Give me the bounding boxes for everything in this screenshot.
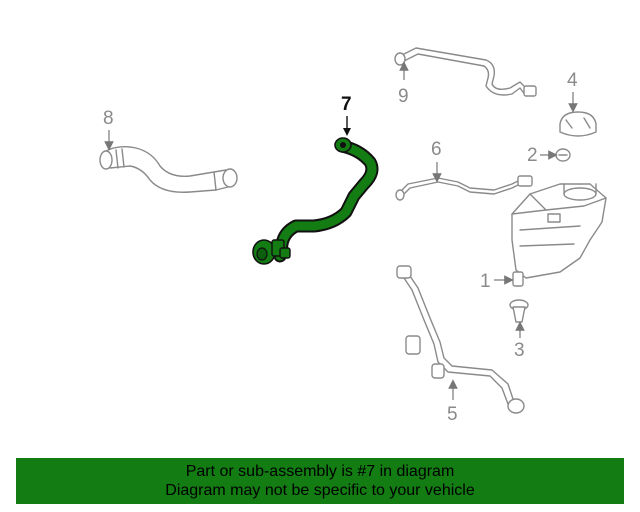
callout-4-label: 4 bbox=[567, 70, 578, 91]
part-2-screw[interactable] bbox=[555, 148, 571, 162]
part-4-cap[interactable] bbox=[559, 111, 597, 137]
callout-2: 2 bbox=[527, 145, 558, 166]
callout-8: 8 bbox=[103, 108, 114, 151]
callout-3-label: 3 bbox=[514, 340, 525, 361]
callout-5-label: 5 bbox=[447, 404, 458, 425]
expansion-tank[interactable] bbox=[511, 183, 607, 279]
callout-6: 6 bbox=[431, 139, 442, 183]
callout-5: 5 bbox=[447, 379, 458, 425]
part-5-hose[interactable] bbox=[396, 265, 525, 414]
callout-6-label: 6 bbox=[431, 139, 442, 160]
part-8-hose[interactable] bbox=[99, 145, 238, 193]
callout-7: 7 bbox=[341, 94, 352, 136]
callout-3: 3 bbox=[514, 321, 525, 361]
part-1-fitting[interactable] bbox=[512, 271, 524, 287]
callout-4: 4 bbox=[567, 70, 578, 113]
info-banner: Part or sub-assembly is #7 in diagram Di… bbox=[16, 458, 624, 504]
part-6-sensor-line[interactable] bbox=[395, 175, 533, 201]
callout-9: 9 bbox=[398, 61, 409, 107]
banner-line-1: Part or sub-assembly is #7 in diagram bbox=[185, 463, 455, 480]
callout-8-label: 8 bbox=[103, 108, 114, 129]
callout-2-label: 2 bbox=[527, 145, 538, 166]
part-7-hose-highlighted[interactable] bbox=[252, 137, 379, 265]
part-9-pipe[interactable] bbox=[394, 47, 537, 97]
part-3-valve[interactable] bbox=[509, 299, 529, 323]
callout-7-label: 7 bbox=[341, 94, 352, 115]
callout-1: 1 bbox=[480, 271, 514, 292]
callout-1-label: 1 bbox=[480, 271, 491, 292]
banner-line-2: Diagram may not be specific to your vehi… bbox=[165, 482, 475, 499]
callout-9-label: 9 bbox=[398, 86, 409, 107]
